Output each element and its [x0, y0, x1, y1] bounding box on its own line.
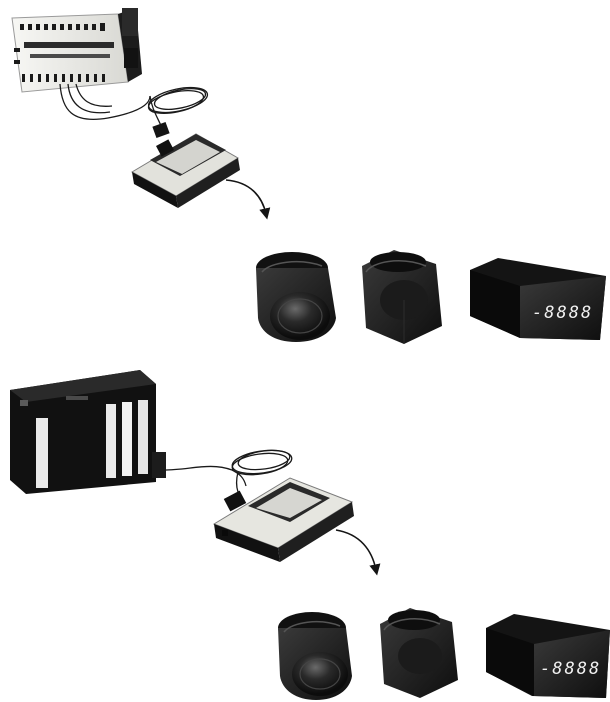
- top-panel-meter: -8888: [470, 258, 606, 340]
- bottom-pilot-lamp-square: [380, 608, 458, 698]
- bottom-system: -8888: [10, 370, 610, 700]
- rack-module-slot: [36, 418, 48, 488]
- rack-module-slot: [106, 404, 116, 478]
- top-meter-display: -8888: [532, 303, 593, 323]
- top-pilot-lamp-square: [362, 250, 442, 344]
- top-system: -8888: [12, 8, 606, 344]
- bottom-cable: [164, 447, 293, 492]
- plc-label-strip: [24, 42, 114, 48]
- top-cable-connector: [152, 122, 169, 138]
- bottom-pilot-lamp-left: [278, 612, 352, 700]
- bottom-interface-module: [214, 478, 354, 562]
- rack-module-slot: [122, 402, 132, 476]
- top-pilot-lamp-left: [256, 252, 336, 342]
- bottom-flow-arrow-icon: [336, 530, 376, 570]
- compact-plc-controller: [12, 8, 142, 92]
- rack-module-slot: [138, 400, 148, 474]
- bottom-meter-display: -8888: [540, 659, 601, 679]
- rack-plc: [10, 370, 166, 494]
- top-interface-module: [132, 134, 240, 208]
- rack-cable-connector: [152, 452, 166, 478]
- top-flow-arrow-icon: [226, 180, 266, 214]
- top-cable: [60, 83, 210, 128]
- bottom-panel-meter: -8888: [486, 614, 610, 698]
